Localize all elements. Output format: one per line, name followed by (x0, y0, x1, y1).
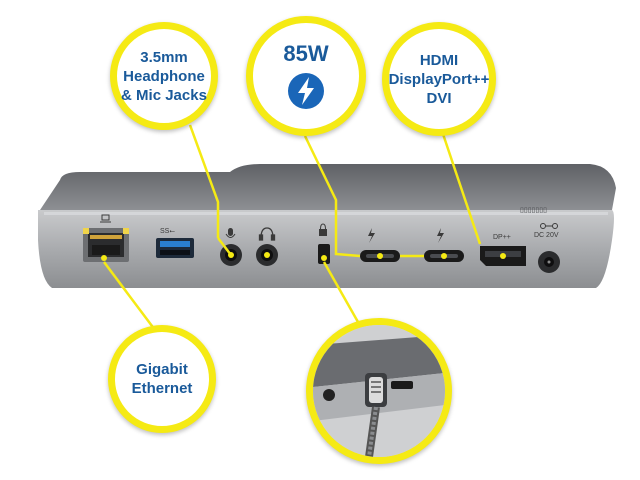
headphone-icon (258, 227, 276, 241)
callout-eth-line-2: Ethernet (131, 380, 193, 397)
usb-port-label: SS⭠ (160, 228, 175, 235)
leader-lines (103, 124, 482, 331)
callout-eth-line-1: Gigabit (136, 361, 188, 378)
brand-mark: ▯▯▯▯▯▯▯ (520, 207, 547, 214)
callout-gigabit-ethernet: Gigabit Ethernet (108, 325, 216, 433)
callout-video-line-1: HDMI (419, 51, 459, 69)
callout-security-lock (306, 318, 452, 464)
thunderbolt-bolt-icon (288, 73, 324, 109)
lock-icon (319, 223, 327, 236)
microphone-icon (225, 228, 236, 238)
callout-audio-line-2: Headphone (123, 67, 205, 85)
dp-port-label: DP++ (493, 234, 511, 241)
dc-polarity-icon (540, 223, 558, 229)
callout-video-outputs: HDMI DisplayPort++ DVI (382, 22, 496, 136)
security-slot (318, 244, 330, 264)
dock-top (40, 164, 616, 210)
usb3-port (156, 238, 194, 258)
callout-video-line-2: DisplayPort++ (388, 70, 490, 88)
ethernet-port (83, 228, 129, 262)
callout-power-wattage: 85W (283, 41, 329, 66)
callout-video-line-3: DVI (426, 89, 452, 107)
dc-power-jack (538, 251, 560, 273)
thunderbolt-icon-2 (437, 228, 444, 243)
thunderbolt-icon-1 (368, 228, 375, 243)
dc-port-label: DC 20V (534, 232, 559, 239)
network-icon (100, 214, 111, 223)
callout-audio-line-3: & Mic Jacks (121, 86, 207, 104)
callout-audio-jacks: 3.5mm Headphone & Mic Jacks (110, 22, 218, 130)
callout-power-delivery: 85W (246, 16, 366, 136)
security-lock-closeup (313, 325, 445, 457)
leader-dots (101, 252, 506, 261)
callout-audio-line-1: 3.5mm (140, 48, 188, 66)
